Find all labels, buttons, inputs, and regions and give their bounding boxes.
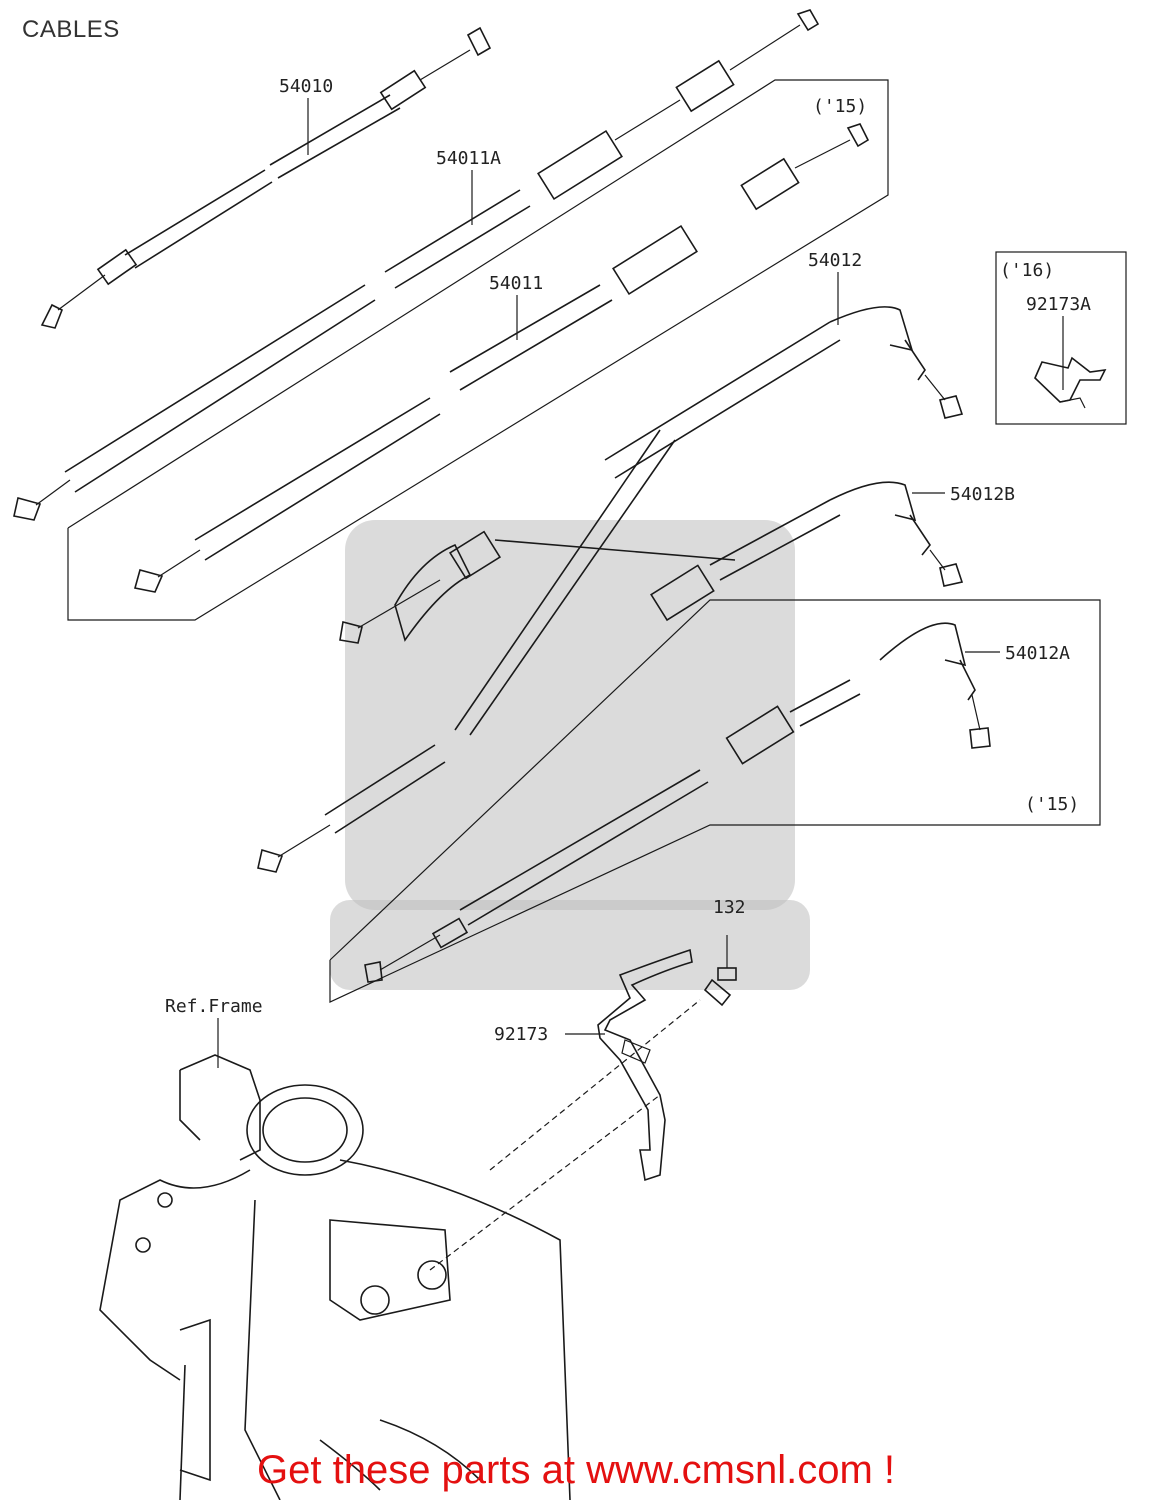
part-label-92173A: 92173A [1026, 294, 1091, 315]
year-label-15-bottom: ('15) [1025, 794, 1079, 815]
group-outline-15-bottom [329, 599, 1101, 1003]
page-title: CABLES [22, 16, 120, 43]
bolt-132[interactable] [703, 935, 737, 1007]
part-label-54012: 54012 [808, 250, 862, 271]
part-label-54010: 54010 [279, 76, 333, 97]
watermark [330, 520, 810, 990]
part-label-54012A: 54012A [1005, 643, 1070, 664]
year-label-16: ('16) [1000, 260, 1054, 281]
group-outline-15-top [67, 79, 889, 621]
cable-54011A[interactable] [13, 9, 820, 521]
cable-54012A[interactable] [364, 622, 991, 983]
cable-54011[interactable] [133, 123, 870, 593]
part-label-54012B: 54012B [950, 484, 1015, 505]
ref-frame-label: Ref.Frame [165, 996, 263, 1017]
leader-lines [217, 98, 1064, 1068]
promo-banner[interactable]: Get these parts at www.cmsnl.com ! [257, 1448, 895, 1492]
frame [99, 999, 701, 1500]
part-label-132: 132 [713, 897, 746, 918]
year-label-15-top: ('15) [813, 96, 867, 117]
cable-54010[interactable] [40, 26, 492, 329]
cable-54012[interactable] [257, 306, 964, 873]
clip-92173A[interactable] [1034, 356, 1107, 409]
part-label-54011A: 54011A [436, 148, 501, 169]
part-label-92173: 92173 [494, 1024, 548, 1045]
group-outline-16 [995, 251, 1127, 425]
cable-54012B[interactable] [339, 481, 964, 644]
part-label-54011: 54011 [489, 273, 543, 294]
